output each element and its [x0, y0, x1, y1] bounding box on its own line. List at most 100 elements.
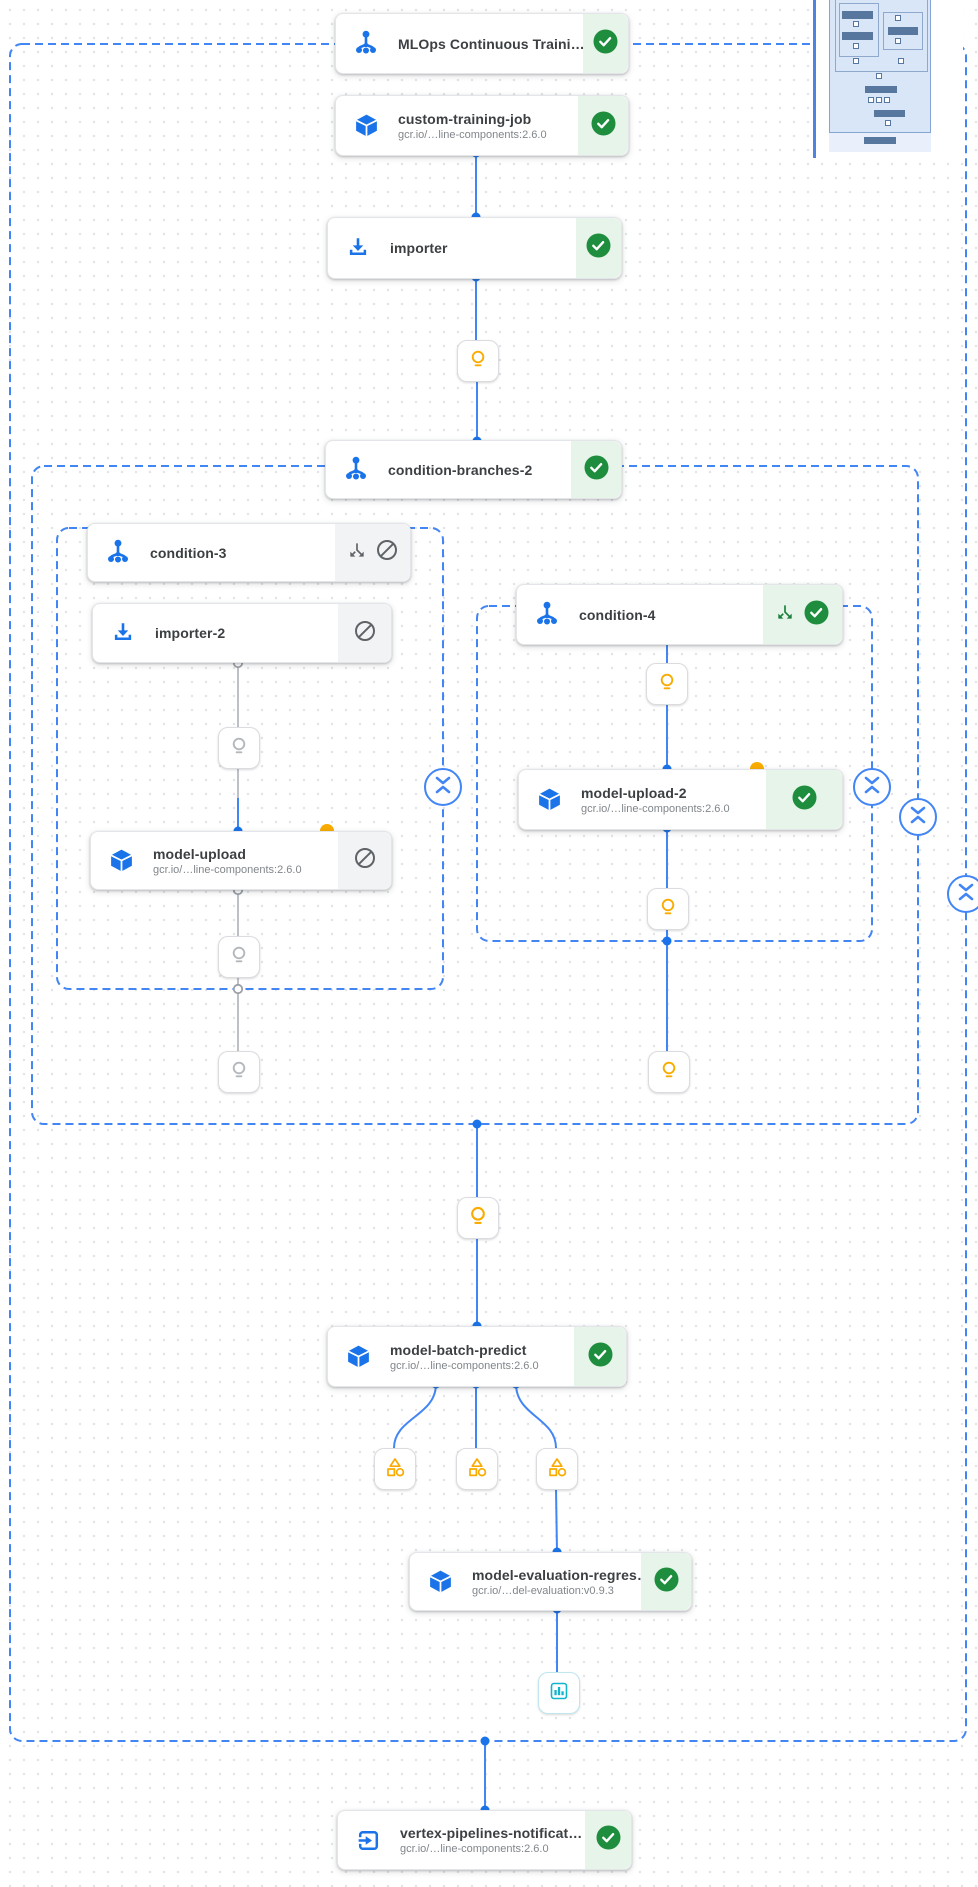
artifact-lightbulb-executed[interactable]	[457, 1197, 499, 1239]
minimap-node	[842, 11, 873, 19]
check-icon	[585, 232, 612, 264]
node-model-batch-predict[interactable]: model-batch-predict gcr.io/…line-compone…	[327, 1326, 627, 1387]
node-title: model-upload	[153, 845, 246, 862]
lightbulb-icon	[229, 945, 249, 970]
collapse-button-pipeline-root[interactable]	[947, 875, 978, 913]
node-subtitle: gcr.io/…line-components:2.6.0	[153, 863, 302, 876]
node-vertex-pipelines-notification[interactable]: vertex-pipelines-notificat… gcr.io/…line…	[337, 1810, 632, 1870]
check-icon	[590, 110, 617, 142]
minimap-artifact	[895, 38, 901, 44]
status-skipped	[335, 524, 410, 581]
import-icon	[342, 235, 374, 261]
node-subtitle: gcr.io/…line-components:2.6.0	[581, 802, 730, 815]
collapse-icon	[955, 879, 977, 910]
check-icon	[587, 1341, 614, 1373]
minimap-artifact	[853, 58, 859, 64]
collapse-icon	[861, 772, 883, 803]
collapse-icon	[432, 772, 454, 803]
node-title: importer-2	[155, 625, 226, 641]
status-succeeded	[641, 1553, 691, 1610]
lightbulb-icon	[229, 736, 249, 761]
minimap-artifact	[853, 21, 859, 27]
status-succeeded	[574, 1327, 626, 1386]
node-title: model-evaluation-regres…	[472, 1566, 641, 1583]
minimap-artifact	[895, 15, 901, 21]
minimap-node	[874, 110, 905, 117]
minimap-panel	[829, 0, 931, 152]
artifact-lightbulb-executed[interactable]	[646, 663, 688, 705]
node-title: model-upload-2	[581, 784, 687, 801]
node-importer[interactable]: importer	[327, 217, 622, 279]
node-custom-training-job[interactable]: custom-training-job gcr.io/…line-compone…	[335, 95, 629, 156]
minimap-node	[865, 86, 897, 93]
import-icon	[107, 620, 139, 646]
artifact-category[interactable]	[536, 1448, 578, 1490]
artifact-lightbulb-skipped[interactable]	[218, 1051, 260, 1093]
pipeline-icon	[350, 30, 382, 57]
blocked-icon	[353, 619, 377, 648]
node-title: MLOps Continuous Traini…	[398, 35, 583, 52]
lightbulb-icon	[658, 897, 678, 922]
artifact-category[interactable]	[456, 1448, 498, 1490]
artifact-lightbulb-executed[interactable]	[457, 340, 499, 382]
collapse-icon	[907, 802, 929, 833]
artifact-metrics[interactable]	[538, 1672, 580, 1714]
exit-icon	[352, 1827, 384, 1854]
pipeline-icon	[340, 456, 372, 483]
node-importer-2[interactable]: importer-2	[92, 603, 392, 663]
minimap-node	[864, 137, 896, 144]
node-model-upload-2[interactable]: model-upload-2 gcr.io/…line-components:2…	[518, 769, 843, 830]
node-model-evaluation-regression[interactable]: model-evaluation-regres… gcr.io/…del-eva…	[409, 1552, 692, 1611]
node-condition-branches-2[interactable]: condition-branches-2	[325, 440, 622, 499]
collapse-button-condition-3[interactable]	[424, 768, 462, 806]
status-succeeded	[583, 14, 628, 73]
status-succeeded	[571, 441, 621, 498]
node-subtitle: gcr.io/…line-components:2.6.0	[398, 128, 547, 141]
collapse-button-condition-branches-2[interactable]	[899, 798, 937, 836]
lightbulb-icon	[657, 672, 677, 697]
artifact-lightbulb-skipped[interactable]	[218, 936, 260, 978]
branch-icon	[347, 540, 367, 565]
node-subtitle: gcr.io/…line-components:2.6.0	[390, 1359, 539, 1372]
status-succeeded	[585, 1811, 631, 1869]
minimap[interactable]	[813, 0, 963, 158]
artifact-lightbulb-executed[interactable]	[647, 888, 689, 930]
minimap-artifact	[876, 73, 882, 79]
pipeline-icon	[531, 601, 563, 628]
category-icon	[546, 1456, 568, 1483]
cube-icon	[342, 1343, 374, 1370]
status-skipped	[338, 832, 391, 889]
artifact-lightbulb-skipped[interactable]	[218, 727, 260, 769]
lightbulb-icon	[467, 1205, 489, 1232]
node-title: vertex-pipelines-notificat…	[400, 1825, 583, 1841]
check-icon	[595, 1824, 622, 1856]
node-mlops-continuous-training[interactable]: MLOps Continuous Traini…	[335, 13, 629, 74]
artifact-lightbulb-executed[interactable]	[648, 1051, 690, 1093]
artifact-category[interactable]	[374, 1448, 416, 1490]
node-model-upload[interactable]: model-upload gcr.io/…line-components:2.6…	[90, 831, 392, 890]
pipeline-icon	[102, 539, 134, 566]
node-subtitle: gcr.io/…del-evaluation:v0.9.3	[472, 1584, 614, 1597]
check-icon	[583, 454, 610, 486]
category-icon	[466, 1456, 488, 1483]
cube-icon	[350, 112, 382, 139]
minimap-node	[888, 27, 918, 35]
node-condition-4[interactable]: condition-4	[516, 584, 843, 645]
cube-icon	[105, 847, 137, 874]
status-skipped	[338, 604, 391, 662]
category-icon	[384, 1456, 406, 1483]
status-succeeded	[766, 770, 842, 829]
collapse-button-condition-4[interactable]	[853, 768, 891, 806]
node-condition-3[interactable]: condition-3	[87, 523, 411, 582]
branch-icon	[775, 602, 795, 627]
blocked-icon	[375, 538, 399, 567]
node-subtitle: gcr.io/…line-components:2.6.0	[400, 1843, 549, 1855]
status-succeeded	[578, 96, 628, 155]
node-title: condition-3	[150, 544, 227, 561]
check-icon	[592, 28, 619, 60]
node-title: importer	[390, 240, 448, 256]
lightbulb-icon	[659, 1060, 679, 1085]
minimap-artifact	[884, 97, 890, 103]
lightbulb-icon	[468, 349, 488, 374]
